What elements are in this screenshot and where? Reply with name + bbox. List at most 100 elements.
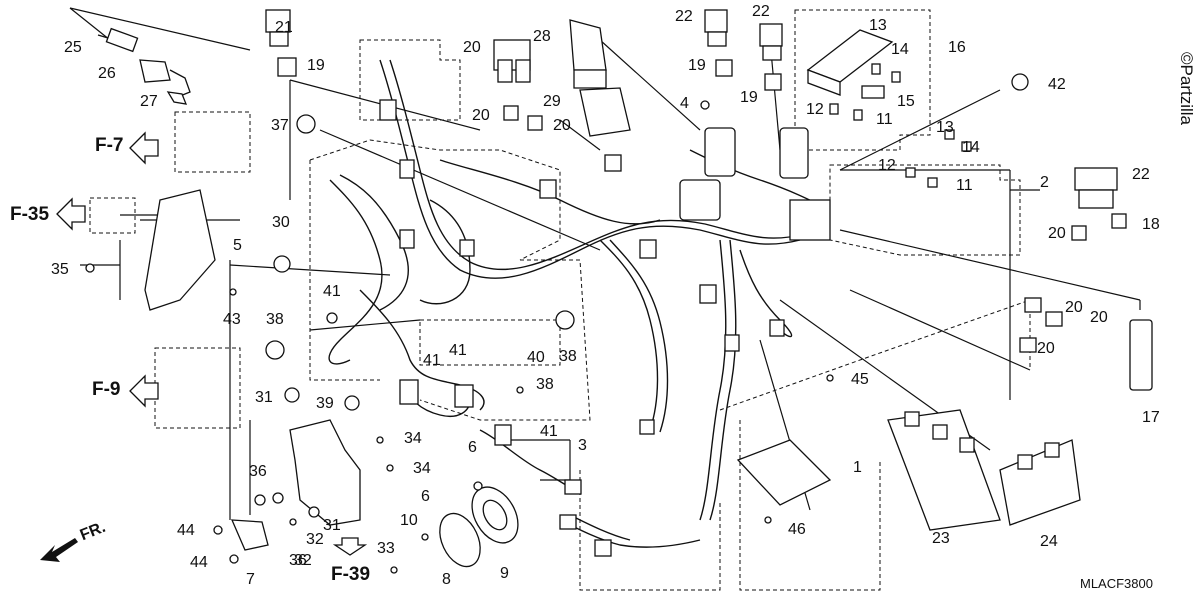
part-number-label: 43	[223, 311, 241, 328]
part-number-label: 21	[275, 19, 293, 36]
part-number-label: 26	[98, 65, 116, 82]
part-number-label: 34	[413, 460, 431, 477]
part-number-label: 35	[51, 261, 69, 278]
part-number-label: 46	[788, 521, 806, 538]
ref-label-f35: F-35	[10, 204, 50, 225]
part-number-label: 18	[1142, 216, 1160, 233]
part-number-label: 22	[675, 8, 693, 25]
front-arrow	[40, 538, 78, 562]
part-number-label: 2	[1040, 174, 1049, 191]
part-number-label: 34	[404, 430, 422, 447]
part-number-label: 3	[578, 437, 587, 454]
part-number-label: 11	[956, 177, 973, 194]
part-number-label: 16	[948, 39, 966, 56]
part-23-relay	[1074, 167, 1118, 209]
ref-arrow-f39	[332, 537, 368, 556]
part-30-cover	[579, 87, 631, 137]
part-17-unit	[1129, 319, 1153, 391]
part-number-label: 12	[878, 157, 896, 174]
bracket-mount	[289, 419, 361, 526]
part-25-ecu	[999, 439, 1081, 526]
part-number-label: 20	[472, 107, 490, 124]
clips	[265, 114, 575, 411]
part-number-label: 5	[233, 237, 242, 254]
part-number-label: 42	[1048, 76, 1066, 93]
part-17-connector	[679, 127, 809, 221]
part-number-label: 4	[680, 95, 689, 112]
copyright-watermark: ©Partzilla	[1177, 52, 1196, 125]
part-number-label: 32	[306, 531, 324, 548]
part-number-label: 9	[500, 565, 509, 582]
part-number-label: 15	[897, 93, 915, 110]
part-number-label: 14	[962, 139, 980, 156]
part-number-label: 11	[876, 111, 893, 128]
part-27-holder	[139, 59, 191, 97]
part-24-ecu	[887, 409, 1001, 531]
part-number-label: 20	[463, 39, 481, 56]
part-number-label: 41	[423, 352, 441, 369]
part-number-label: 14	[891, 41, 909, 58]
part-number-label: 20	[1037, 340, 1055, 357]
part-number-label: 19	[307, 57, 325, 74]
connectors	[379, 99, 831, 557]
part-number-label: 41	[323, 283, 341, 300]
ref-label-f7: F-7	[95, 135, 124, 156]
part-22-relays-right	[704, 9, 783, 61]
part-number-label: 20	[1048, 225, 1066, 242]
part-7-sensor	[230, 519, 269, 551]
part-number-label: 36	[249, 463, 267, 480]
part-number-label: 39	[316, 395, 334, 412]
part-number-label: 6	[421, 488, 430, 505]
part-number-label: 22	[752, 3, 770, 20]
part-number-label: 20	[1065, 299, 1083, 316]
part-number-label: 44	[177, 522, 195, 539]
part-number-label: 17	[1142, 409, 1160, 426]
part-number-label: 24	[1040, 533, 1058, 550]
part-number-label: 33	[377, 540, 395, 557]
part-number-label: 41	[449, 342, 467, 359]
ref-arrow-f9	[129, 374, 159, 408]
part-number-label: 40	[527, 349, 545, 366]
part-1-regulator	[736, 439, 832, 506]
diagram-code: MLACF3800	[1080, 576, 1153, 591]
part-number-label: 7	[246, 571, 255, 588]
part-number-label: 6	[468, 439, 477, 456]
part-number-label: 36	[289, 552, 307, 569]
part-number-label: 38	[266, 311, 284, 328]
part-number-label: 13	[936, 119, 954, 136]
part-number-label: 19	[740, 89, 758, 106]
part-number-label: 41	[540, 423, 558, 440]
part-number-label: 38	[559, 348, 577, 365]
part-number-label: 37	[271, 117, 289, 134]
part-8-speaker	[439, 512, 481, 568]
part-20-relays	[503, 105, 1127, 353]
part-number-label: 22	[1132, 166, 1150, 183]
part-number-label: 30	[272, 214, 290, 231]
part-42-grommet	[1011, 73, 1029, 91]
part-number-label: 13	[869, 17, 887, 34]
part-29-module	[569, 19, 607, 89]
part-19-relay	[277, 57, 297, 77]
part-number-label: 20	[1090, 309, 1108, 326]
part-number-label: 32	[294, 552, 312, 569]
part-number-label: 44	[190, 554, 208, 571]
part-28-clip	[166, 91, 188, 105]
bolts-small	[85, 100, 834, 574]
part-number-label: 31	[323, 517, 341, 534]
part-number-label: 28	[533, 28, 551, 45]
part-number-label: 23	[932, 530, 950, 547]
part-number-label: 8	[442, 571, 451, 588]
ref-arrow-f35	[56, 197, 86, 231]
part-number-label: 12	[806, 101, 824, 118]
ref-arrow-f7	[129, 131, 159, 165]
ref-label-f39: F-39	[331, 564, 371, 585]
part-5-cover	[144, 189, 216, 311]
part-21-relay-box	[493, 39, 531, 83]
part-13-15-fuses	[829, 63, 972, 188]
part-number-label: 19	[688, 57, 706, 74]
part-number-label: 38	[536, 376, 554, 393]
part-number-label: 45	[851, 371, 869, 388]
part-22-relay-top	[265, 9, 291, 47]
part-19-relays-right	[715, 59, 782, 91]
